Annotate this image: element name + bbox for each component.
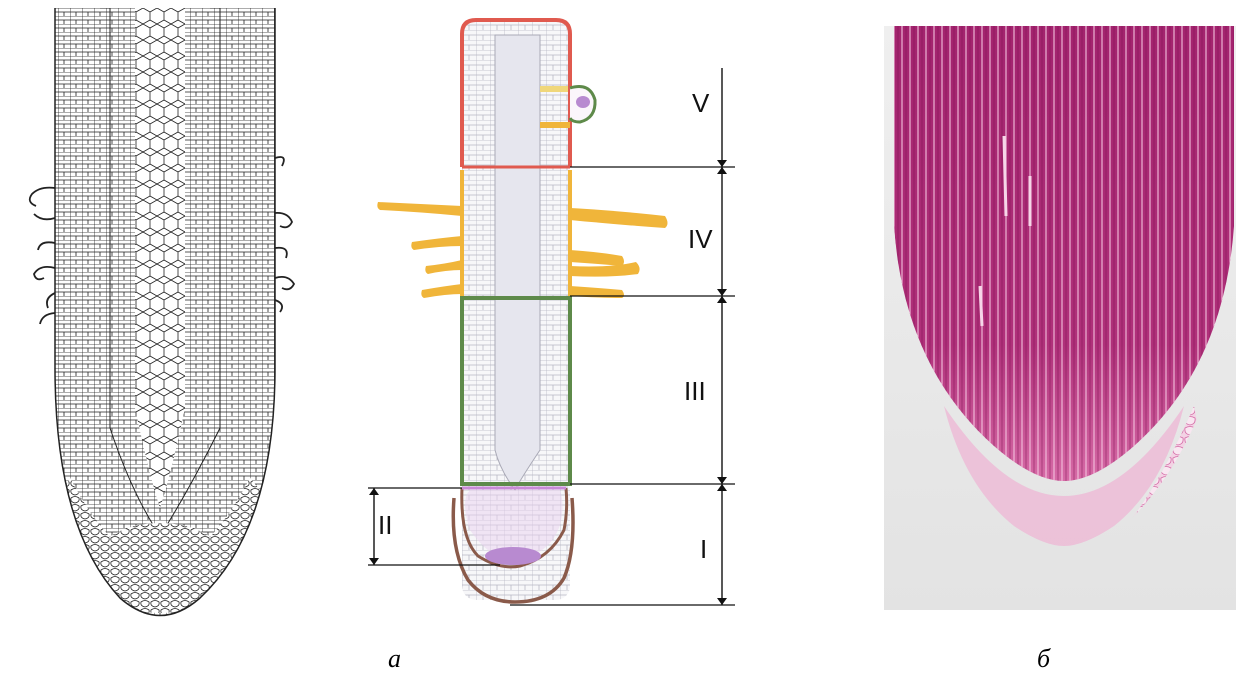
root-tip-line-drawing — [10, 8, 310, 638]
zone-label-IV: IV — [688, 224, 713, 254]
zone-label-II: II — [378, 510, 392, 540]
root-tip-micrograph — [884, 26, 1236, 610]
caption-b: б — [1037, 644, 1050, 674]
caption-a: а — [388, 644, 401, 674]
root-zones-schematic: V IV III II I — [350, 10, 750, 610]
zone-label-III: III — [684, 376, 706, 406]
zone-label-I: I — [700, 534, 707, 564]
micrograph-svg — [884, 26, 1236, 610]
root-drawing-svg — [10, 8, 310, 638]
zones-svg: V IV III II I — [350, 10, 750, 610]
zone-label-V: V — [692, 88, 710, 118]
